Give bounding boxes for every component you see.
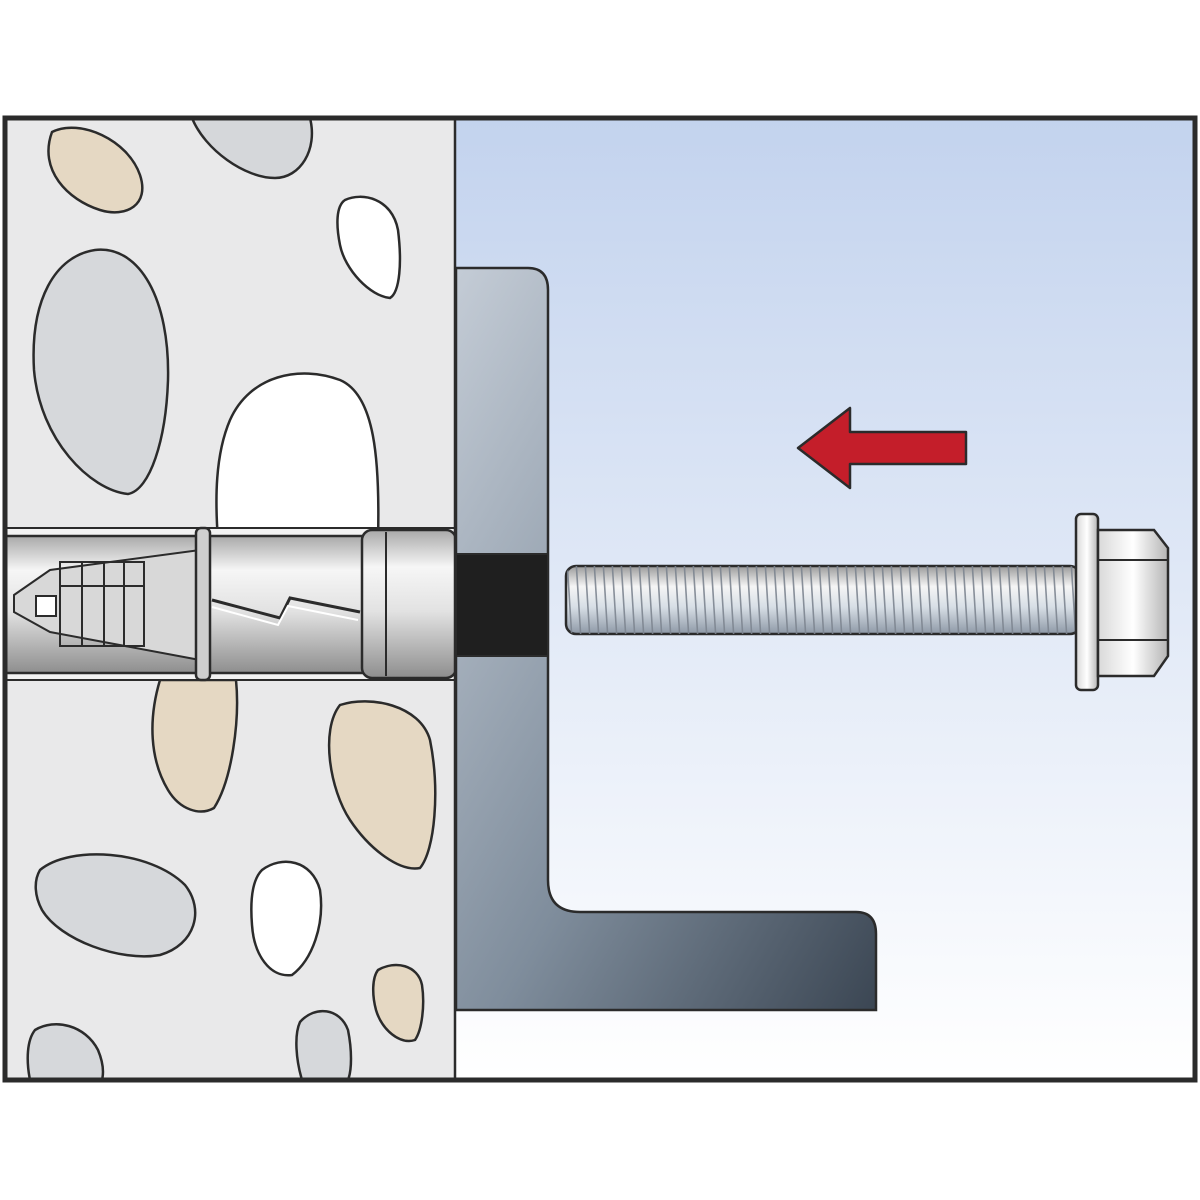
bolt-washer — [1074, 512, 1100, 692]
sleeve-collar — [360, 528, 455, 680]
aggregate-stone — [372, 963, 425, 1043]
aggregate-stone — [295, 1009, 353, 1078]
aggregate-stone — [336, 195, 402, 300]
aggregate-stone — [191, 120, 314, 180]
arrow-left-icon — [796, 406, 968, 490]
aggregate-stone — [250, 860, 323, 977]
sleeve-slit — [211, 596, 361, 620]
aggregate-stone — [26, 1023, 105, 1078]
hex-bolt — [564, 512, 1170, 692]
aggregate-stone — [215, 372, 380, 542]
aggregate-stone — [32, 248, 170, 496]
bracket-spacer — [455, 553, 549, 657]
diagram-frame — [2, 115, 1198, 1083]
aggregate-stone — [327, 700, 437, 870]
concrete-wall — [6, 120, 455, 1078]
aggregate-stone — [47, 126, 144, 214]
anchor-sleeve — [6, 526, 455, 682]
bolt-hex-head — [1096, 528, 1170, 678]
aggregate-stone — [151, 678, 239, 813]
sleeve-ring — [194, 526, 212, 682]
aggregate-stone — [34, 853, 197, 958]
